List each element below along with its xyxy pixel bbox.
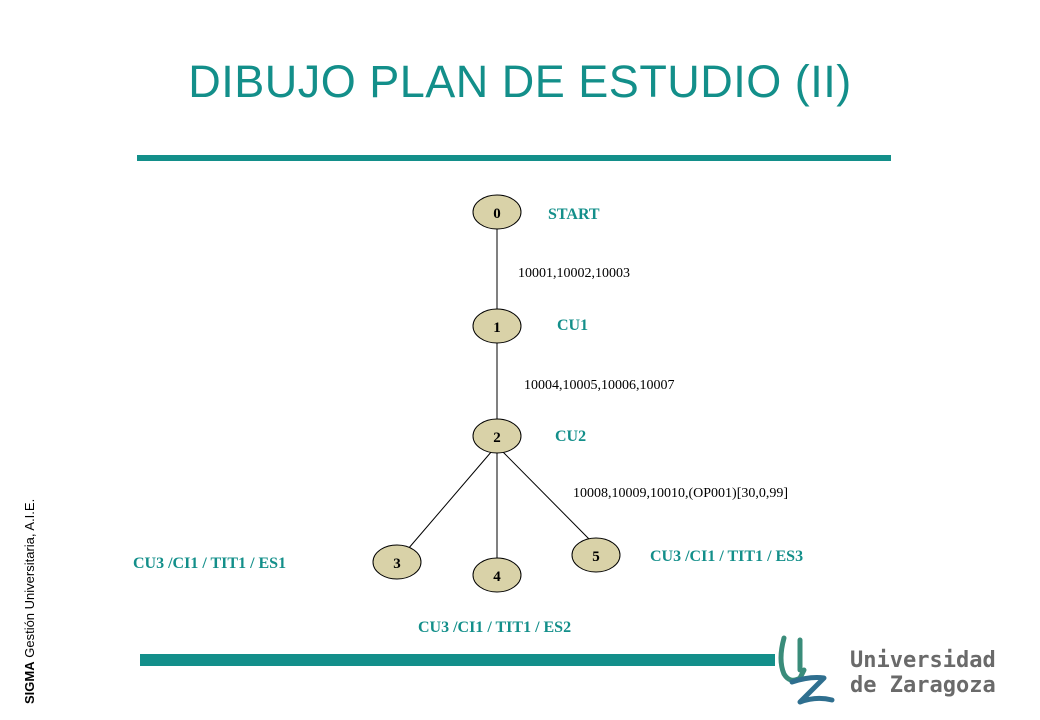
edge-label-1-2: 10004,10005,10006,10007	[524, 378, 675, 393]
node-1: 1	[472, 308, 522, 344]
node-label-2: 2	[493, 430, 501, 446]
edge-2-5	[501, 450, 591, 541]
state-label-cu1: CU1	[557, 317, 588, 334]
state-label-start: START	[548, 206, 600, 223]
node-label-3: 3	[393, 556, 401, 572]
footer-bar	[140, 654, 775, 666]
slide-title: DIBUJO PLAN DE ESTUDIO (II)	[188, 56, 852, 107]
edge-label-0-1: 10001,10002,10003	[518, 266, 630, 281]
state-label-es3: CU3 /CI1 / TIT1 / ES3	[650, 548, 803, 565]
logo-line1: Universidad	[850, 648, 996, 673]
node-label-1: 1	[493, 320, 501, 336]
title-underline	[137, 155, 891, 161]
node-3: 3	[372, 544, 422, 580]
node-label-0: 0	[493, 206, 501, 222]
edge-label-2-5: 10008,10009,10010,(OP001)[30,0,99]	[573, 486, 788, 501]
node-5: 5	[571, 537, 621, 573]
node-label-5: 5	[592, 549, 600, 565]
state-label-cu2: CU2	[555, 428, 586, 445]
state-label-es2: CU3 /CI1 / TIT1 / ES2	[418, 619, 571, 636]
uz-emblem-icon	[778, 635, 835, 705]
logo-line2: de Zaragoza	[850, 673, 996, 698]
state-label-es1: CU3 /CI1 / TIT1 / ES1	[133, 555, 286, 572]
node-0: 0	[472, 194, 522, 230]
node-2: 2	[472, 418, 522, 454]
university-logo: Universidad de Zaragoza	[778, 635, 996, 705]
node-4: 4	[472, 557, 522, 593]
node-label-4: 4	[493, 569, 501, 585]
edge-2-3	[407, 450, 493, 550]
